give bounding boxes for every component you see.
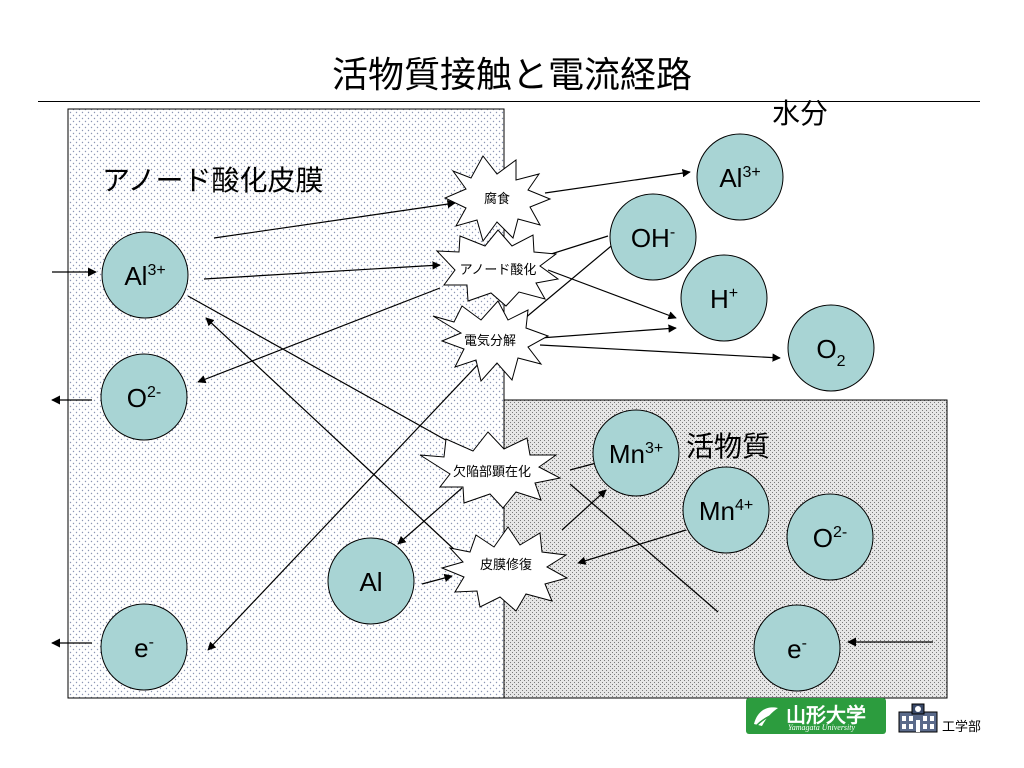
process-defect: 欠陥部顕在化 (419, 431, 562, 509)
ion-mn4: Mn4+ (682, 466, 770, 554)
path-repair-to-al3 (205, 317, 459, 554)
molecule-o2: O2 (787, 304, 875, 392)
svg-text:欠陥部顕在化: 欠陥部顕在化 (453, 464, 531, 480)
path-anodization-to-h (547, 269, 677, 320)
path-al3-to-defect (187, 295, 486, 463)
svg-text:OH-: OH- (631, 223, 675, 253)
svg-text:e-: e- (134, 633, 154, 663)
label-oxide-film: アノード酸化皮膜 (102, 164, 323, 197)
path-anodization-to-o2 (197, 287, 441, 384)
path-al-to-repair (421, 573, 453, 585)
path-defect-to-e-right (569, 483, 719, 613)
label-water: 水分 (772, 97, 828, 130)
ion-h: H+ (680, 254, 768, 342)
page-title: 活物質接触と電流経路 (331, 55, 692, 96)
svg-text:H+: H+ (710, 284, 738, 314)
path-al3-to-anodization (203, 261, 441, 280)
process-electrolysis: 電気分解 (432, 300, 550, 383)
footer: 山形大学 Yamagata University 工学部 (742, 694, 1002, 738)
path-to-corrosion (213, 199, 456, 239)
path-defect-to-al (397, 487, 463, 545)
path-repair-to-mn3 (561, 489, 607, 531)
university-logo: 山形大学 Yamagata University (746, 698, 886, 734)
process-anodization: アノード酸化 (435, 229, 560, 307)
path-electrolysis-to-h (539, 324, 677, 339)
ion-oh: OH- (609, 193, 697, 281)
ion-o2-left: O2- (100, 353, 188, 441)
svg-text:皮膜修復: 皮膜修復 (480, 557, 532, 573)
svg-text:O2: O2 (816, 334, 845, 370)
path-corrosion-to-al3 (544, 168, 691, 194)
path-oh-to-electrolysis (517, 241, 617, 325)
svg-text:O2-: O2- (813, 523, 847, 553)
path-electrolysis-to-e (207, 357, 485, 651)
svg-text:O2-: O2- (127, 383, 161, 413)
ion-o2-right: O2- (786, 493, 874, 581)
building-icon (898, 703, 938, 733)
ion-e-left: e- (100, 603, 188, 691)
ion-al3-left: Al3+ (101, 231, 189, 319)
svg-text:腐食: 腐食 (484, 191, 510, 207)
svg-text:e-: e- (787, 634, 807, 664)
university-name: 山形大学 (786, 703, 866, 727)
svg-text:電気分解: 電気分解 (464, 333, 516, 349)
leaf-mark-icon (754, 707, 778, 727)
ion-al3-right: Al3+ (696, 133, 784, 221)
department-label: 工学部 (942, 720, 982, 735)
title-divider (38, 101, 980, 102)
path-oh-to-anodization (547, 235, 609, 256)
svg-text:アノード酸化: アノード酸化 (460, 263, 537, 278)
svg-text:Al3+: Al3+ (124, 261, 165, 291)
process-repair: 皮膜修復 (440, 526, 569, 612)
label-active-material: 活物質 (686, 430, 770, 463)
university-name-en: Yamagata University (788, 723, 856, 732)
svg-text:Al: Al (359, 567, 382, 597)
svg-text:Mn4+: Mn4+ (699, 496, 753, 526)
path-electrolysis-to-o2 (539, 344, 781, 362)
ion-al-metal: Al (327, 537, 415, 625)
path-mn4-to-repair (577, 529, 687, 565)
svg-text:Mn3+: Mn3+ (609, 439, 663, 469)
ion-e-right: e- (753, 604, 841, 692)
ion-mn3: Mn3+ (592, 409, 680, 497)
process-corrosion: 腐食 (443, 155, 552, 243)
svg-text:Al3+: Al3+ (719, 163, 760, 193)
